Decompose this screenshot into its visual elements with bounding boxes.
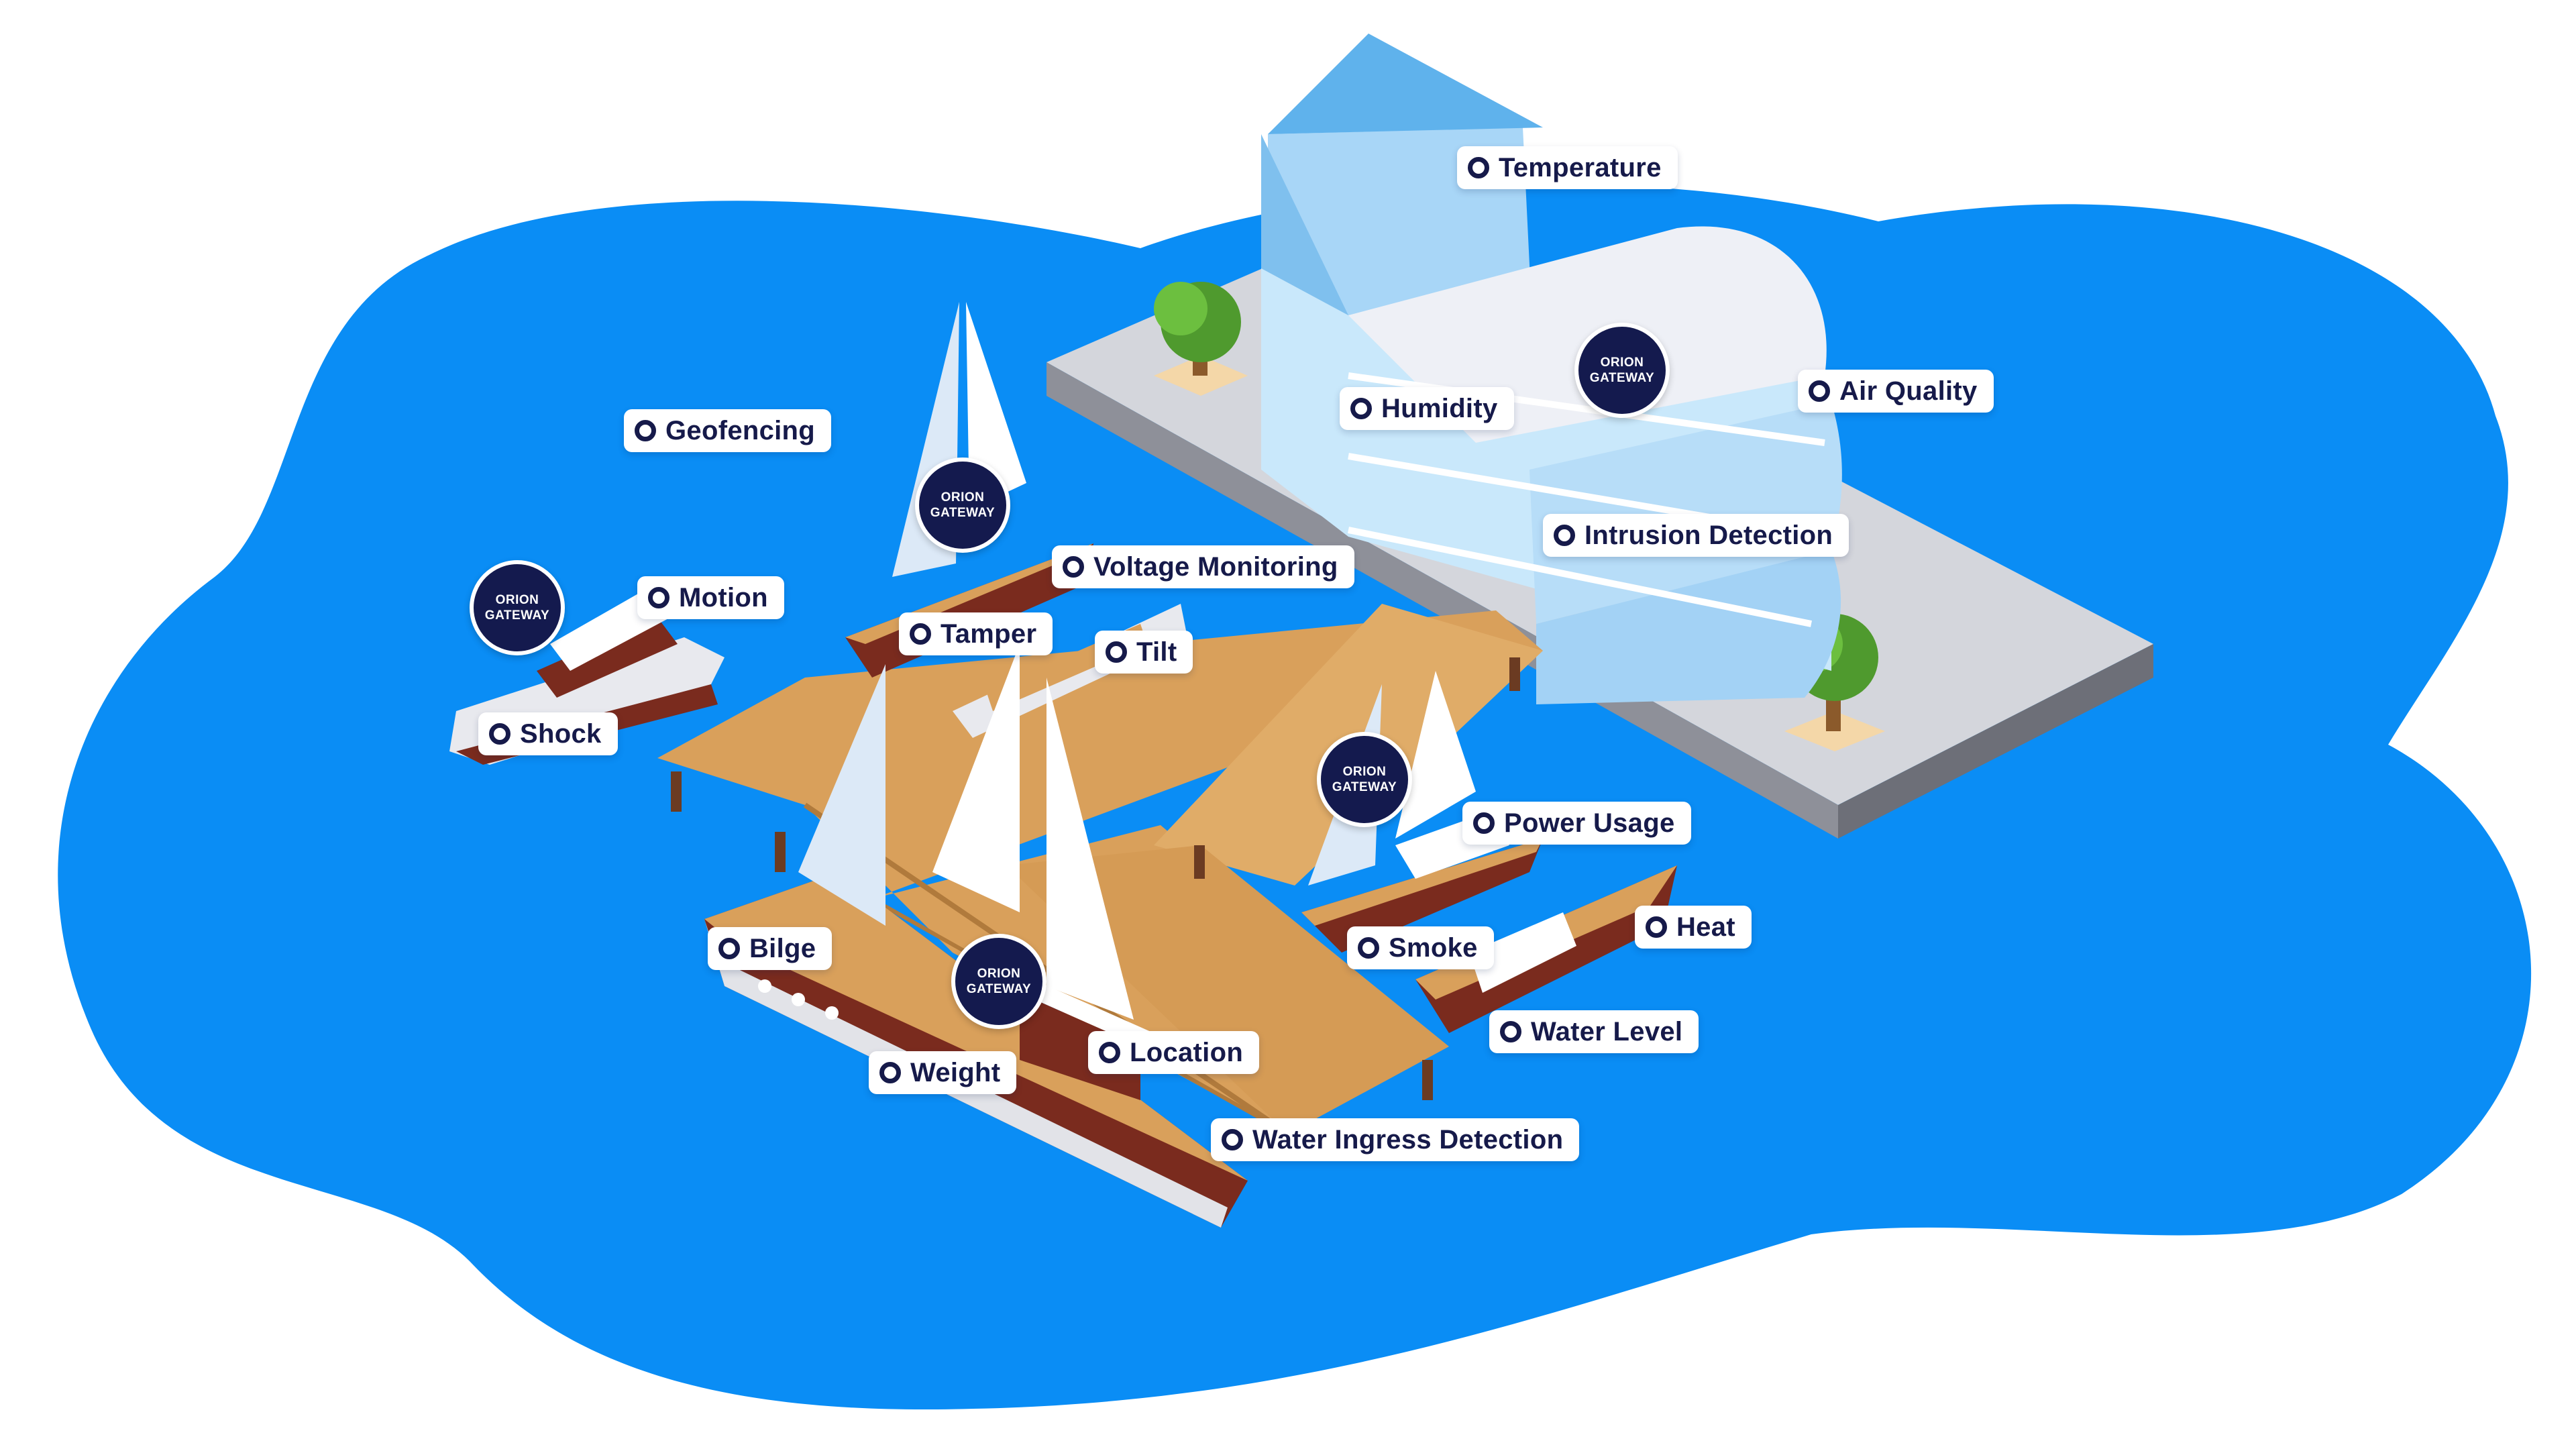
palm-tree-left [1154,282,1248,396]
sensor-point-icon [1358,937,1379,959]
gateway-badge-yacht-left: ORION GATEWAY [470,560,565,655]
sensor-label-weight: Weight [869,1051,1017,1094]
sensor-label-text: Smoke [1389,932,1478,963]
sensor-label-air-quality: Air Quality [1798,370,1994,413]
sensor-label-smoke: Smoke [1347,926,1494,969]
gateway-badge-line2: GATEWAY [1332,780,1397,794]
sensor-label-text: Shock [520,718,602,749]
sensor-point-icon [1646,916,1667,938]
sensor-label-heat: Heat [1635,906,1752,949]
sensor-label-text: Water Level [1531,1016,1683,1046]
sensor-point-icon [1809,380,1830,402]
sensor-point-icon [1554,525,1575,546]
sensor-point-icon [1473,812,1495,834]
sensor-label-water-ingress-detection: Water Ingress Detection [1211,1118,1580,1161]
sensor-label-text: Intrusion Detection [1585,520,1833,550]
gateway-badge-sailboat-top: ORION GATEWAY [915,458,1010,553]
sensor-label-geofencing: Geofencing [624,409,832,452]
sensor-label-water-level: Water Level [1489,1010,1699,1053]
sensor-label-text: Air Quality [1839,376,1978,406]
sensor-label-motion: Motion [637,576,784,619]
sensor-label-voltage-monitoring: Voltage Monitoring [1052,545,1354,588]
sensor-label-text: Geofencing [665,415,816,445]
sensor-label-text: Heat [1676,912,1735,942]
sensor-label-temperature: Temperature [1457,146,1678,189]
sensor-label-text: Tamper [941,619,1037,649]
gateway-badge-line2: GATEWAY [1589,371,1655,385]
sensor-label-location: Location [1088,1031,1260,1074]
sensor-point-icon [648,587,669,608]
sensor-point-icon [910,623,931,645]
sensor-label-text: Tilt [1136,637,1177,667]
sensor-label-intrusion-detection: Intrusion Detection [1543,514,1849,557]
sensor-label-text: Water Ingress Detection [1252,1124,1564,1155]
sensor-point-icon [718,938,740,959]
sensor-point-icon [1468,157,1489,178]
gateway-badge-large-sailboat: ORION GATEWAY [951,934,1046,1029]
gateway-badge-line1: ORION [977,967,1021,981]
sensor-label-text: Humidity [1381,393,1498,423]
sensor-point-icon [879,1062,901,1083]
sensor-point-icon [1106,641,1127,663]
sensor-point-icon [1099,1042,1120,1063]
gateway-badge-line1: ORION [1600,356,1644,370]
sensor-label-text: Location [1130,1037,1244,1067]
sensor-label-text: Power Usage [1504,808,1675,838]
gateway-badge-building: ORION GATEWAY [1574,323,1670,418]
sensor-label-text: Weight [910,1057,1001,1087]
gateway-badge-line1: ORION [1342,765,1387,779]
gateway-badge-line2: GATEWAY [484,608,550,623]
sensor-point-icon [1350,398,1372,419]
sensor-label-text: Temperature [1499,152,1662,182]
sensor-point-icon [635,420,656,441]
sensor-label-power-usage: Power Usage [1462,802,1691,845]
sensor-label-text: Voltage Monitoring [1093,551,1338,582]
sensor-label-tilt: Tilt [1095,631,1193,674]
gateway-badge-sailboat-right: ORION GATEWAY [1317,732,1412,827]
sensor-point-icon [1222,1129,1243,1150]
sensor-label-text: Motion [679,582,768,612]
office-building [1261,34,1842,704]
sensor-point-icon [1500,1021,1521,1042]
sensor-point-icon [1063,556,1084,578]
sensor-label-shock: Shock [478,712,618,755]
sensor-label-bilge: Bilge [708,927,833,970]
gateway-badge-line2: GATEWAY [930,506,996,520]
sensor-point-icon [489,723,511,745]
gateway-badge-line2: GATEWAY [966,982,1032,996]
sensor-label-humidity: Humidity [1340,387,1514,430]
gateway-badge-line1: ORION [941,490,985,504]
large-sailboat [704,644,1248,1228]
sensor-label-text: Bilge [749,933,816,963]
gateway-badge-line1: ORION [495,593,539,607]
sensor-label-tamper: Tamper [899,612,1053,655]
